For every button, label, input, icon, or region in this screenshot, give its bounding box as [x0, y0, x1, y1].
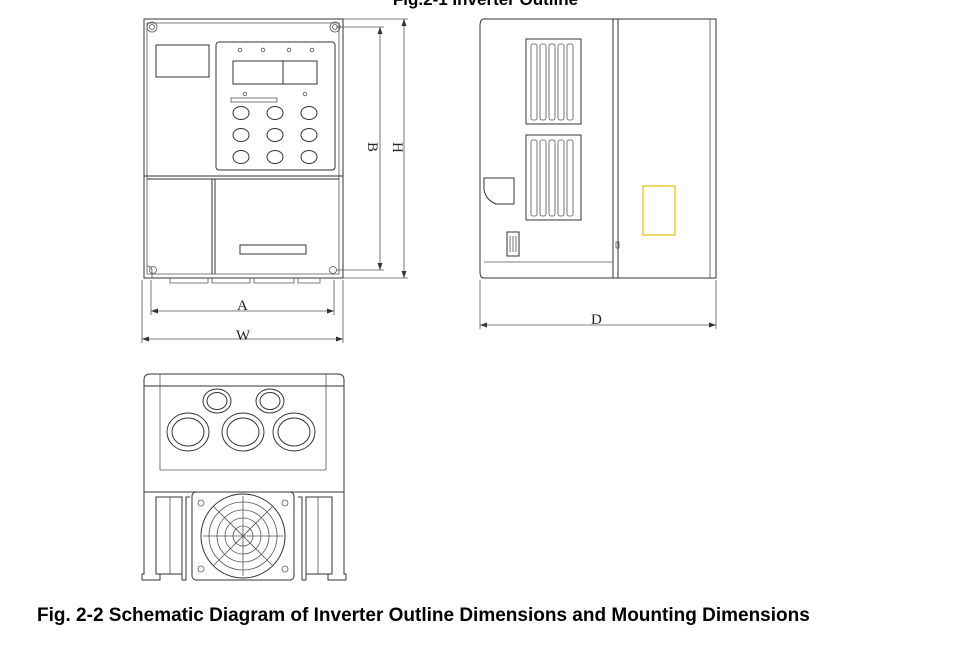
- top-figure-caption: Fig.2-1 Inverter Outline: [0, 0, 971, 10]
- keypad-buttons: [232, 106, 318, 164]
- cable-glands: [166, 388, 316, 452]
- dimension-label-h: H: [389, 142, 405, 153]
- dimension-label-d: D: [591, 312, 602, 328]
- dimension-label-w: W: [236, 328, 251, 344]
- dimension-label-a: A: [237, 298, 248, 314]
- fan-grille: [200, 493, 286, 579]
- label-highlight-box: [642, 185, 676, 236]
- dimension-label-b: B: [364, 142, 380, 152]
- front-view: [143, 18, 344, 284]
- front-dimensions: [141, 18, 408, 343]
- depth-dimension: [479, 280, 717, 329]
- bottom-view: [141, 373, 347, 581]
- figure-caption: Fig. 2-2 Schematic Diagram of Inverter O…: [37, 605, 810, 626]
- side-view: [479, 18, 717, 279]
